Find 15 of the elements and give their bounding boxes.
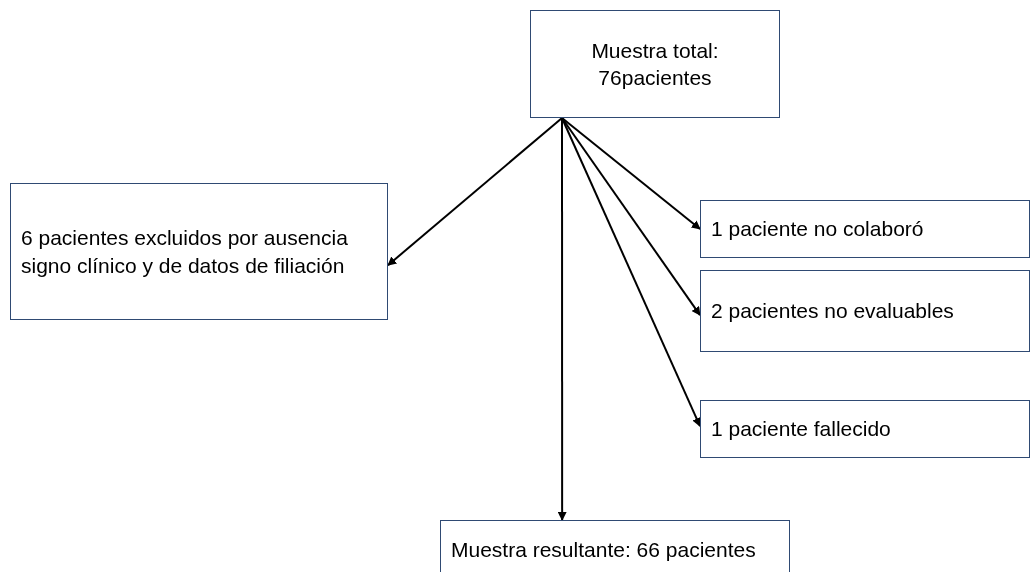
arrow xyxy=(387,117,563,267)
box-text: 1 paciente no colaboró xyxy=(711,216,924,243)
box-text: 2 pacientes no evaluables xyxy=(711,298,954,325)
process-box xyxy=(530,10,780,118)
box-text: Muestra resultante: 66 pacientes xyxy=(451,537,756,564)
process-box xyxy=(10,183,388,320)
box-text: 1 paciente fallecido xyxy=(711,416,891,443)
arrow xyxy=(561,117,701,230)
process-box xyxy=(700,200,1030,258)
process-box xyxy=(700,270,1030,352)
box-text: Muestra total: 76pacientes xyxy=(590,37,720,91)
box-text: 6 pacientes excluidos por ausencia signo clínico y de datos de filiación xyxy=(21,225,349,279)
process-box xyxy=(700,400,1030,458)
arrow xyxy=(557,117,567,521)
process-box xyxy=(440,520,790,572)
